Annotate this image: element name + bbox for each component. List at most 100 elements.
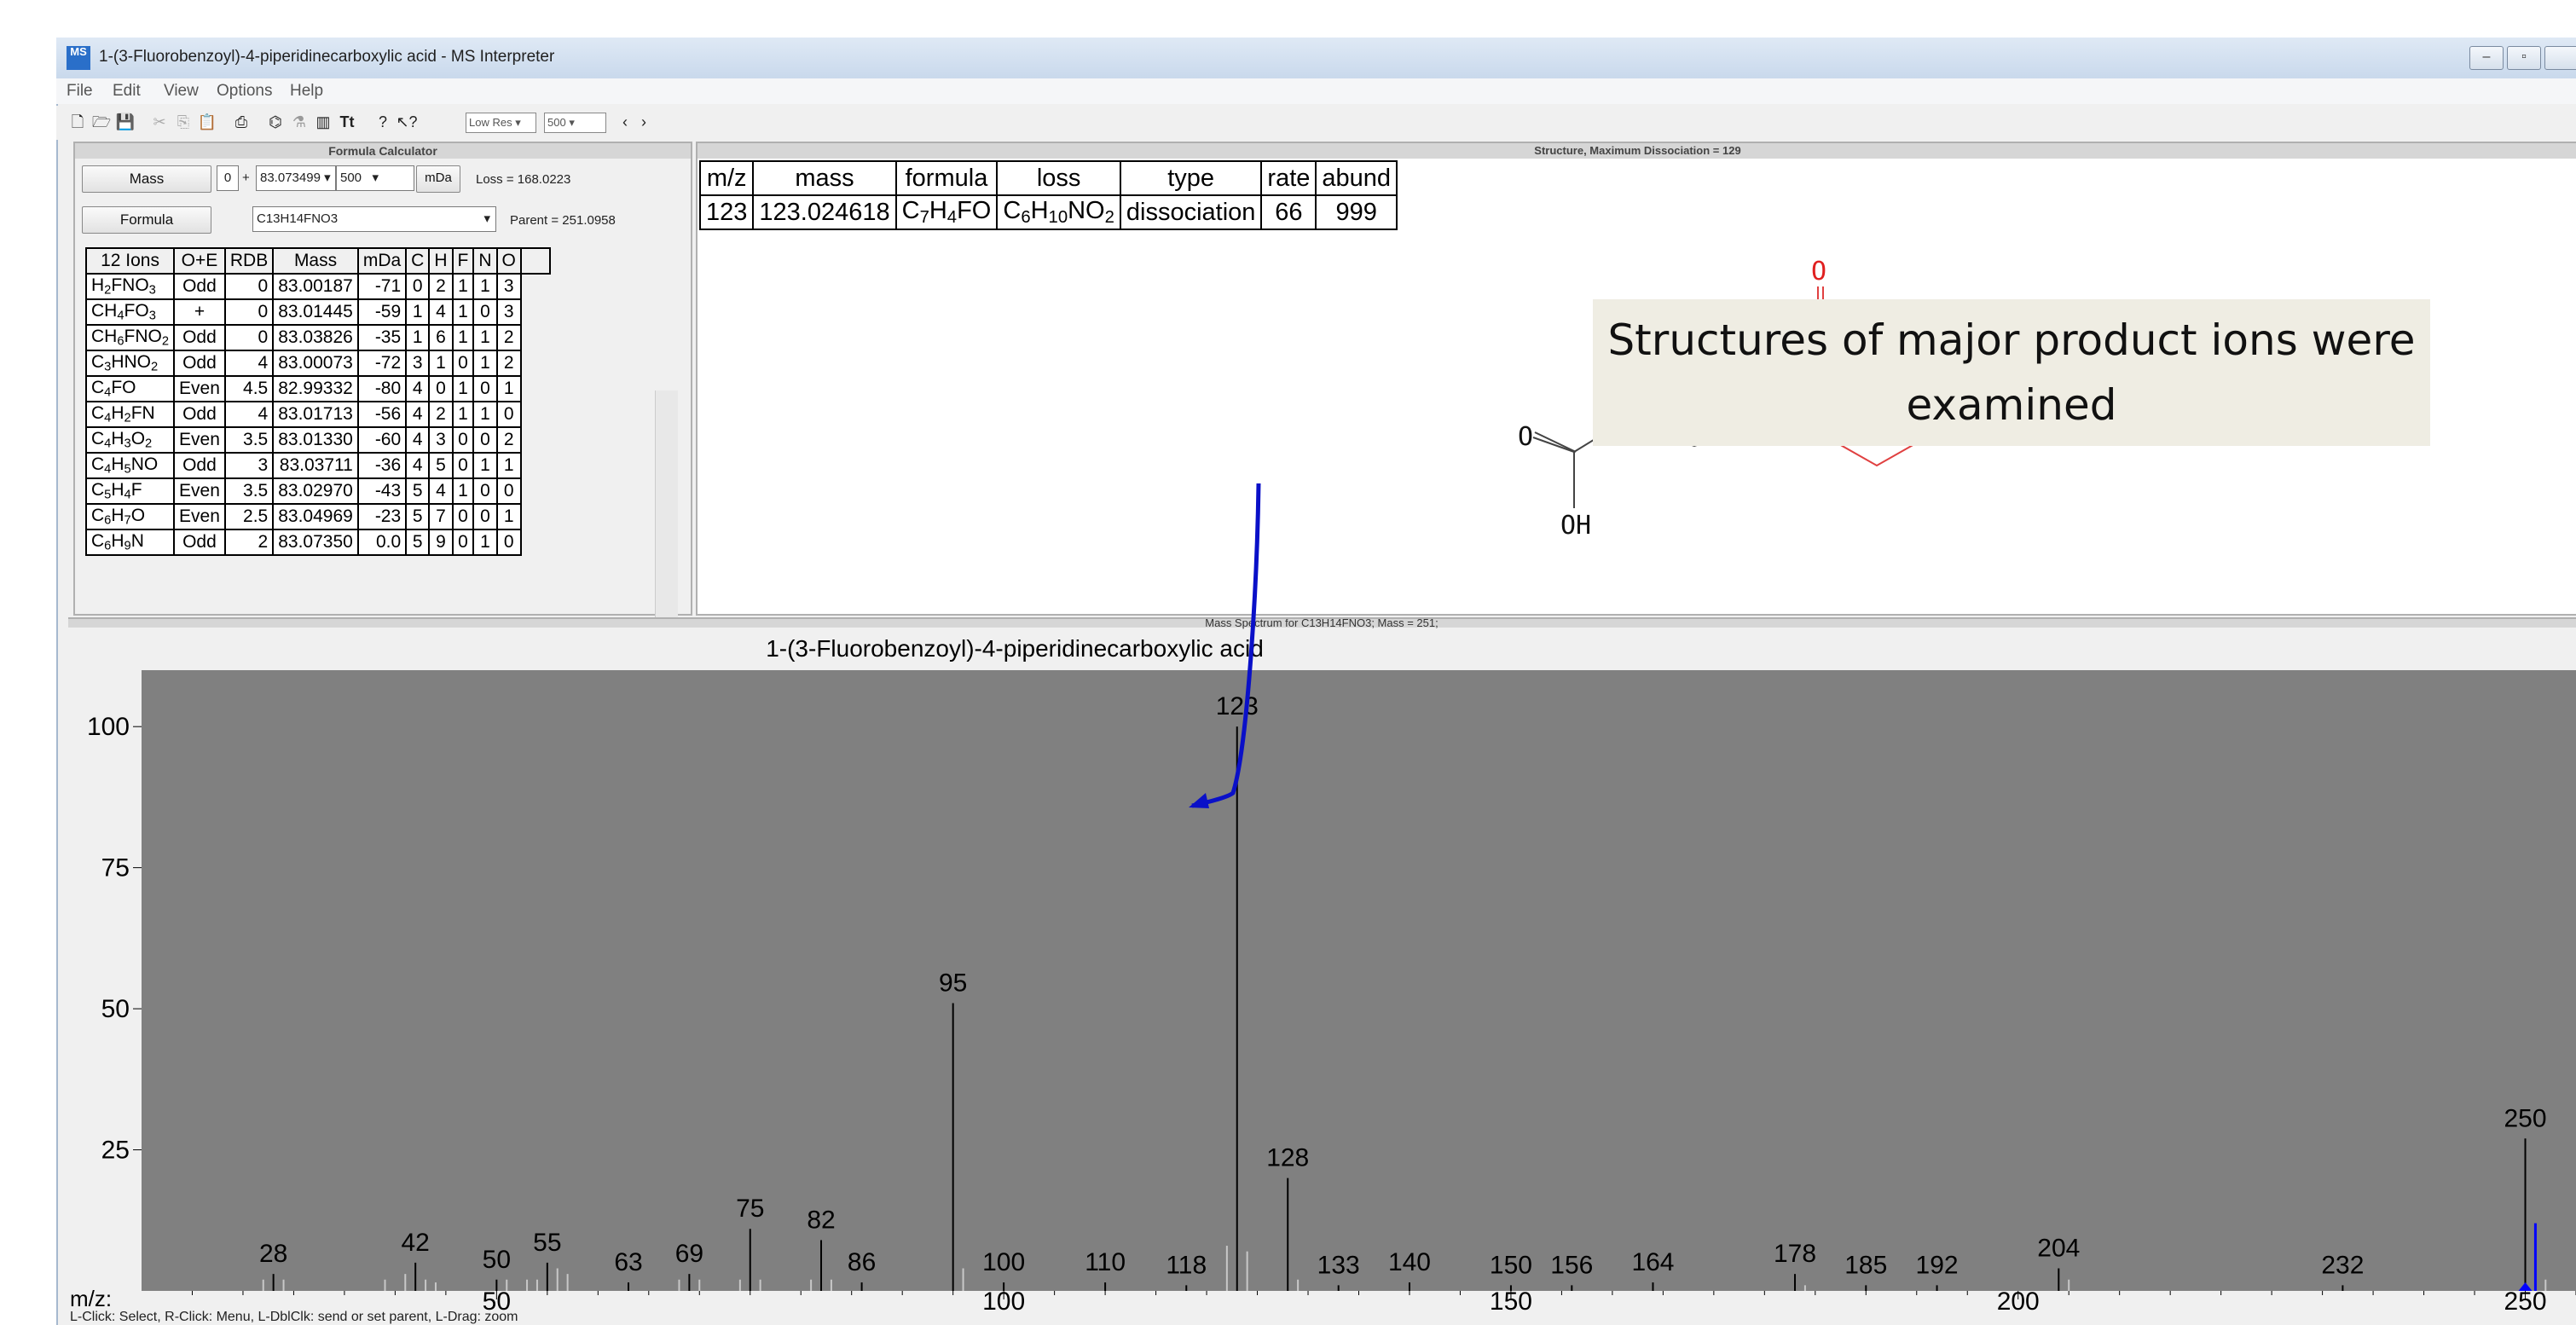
atom-oh: OH bbox=[1560, 511, 1591, 541]
mass-offset-field[interactable]: 0 bbox=[217, 165, 239, 191]
save-icon[interactable]: 💾 bbox=[115, 113, 136, 130]
ion-cell: Odd bbox=[173, 529, 226, 556]
status-bar: L-Click: Select, R-Click: Menu, L-DblClk… bbox=[70, 1310, 518, 1324]
ion-cell: -56 bbox=[356, 401, 408, 428]
previous-icon[interactable]: ‹ bbox=[622, 113, 628, 130]
ion-cell: 1 bbox=[405, 324, 431, 351]
menu-options[interactable]: Options bbox=[217, 82, 273, 100]
ion-cell: 3 bbox=[405, 350, 431, 377]
fragment-cell: C7H4FO bbox=[894, 194, 999, 230]
formula-icon[interactable]: ⚗ bbox=[292, 113, 307, 130]
next-icon[interactable]: › bbox=[641, 113, 646, 130]
resolution-number-select[interactable]: 500 ▾ bbox=[544, 113, 606, 133]
spectrum-title: 1-(3-Fluorobenzoyl)-4-piperidinecarboxyl… bbox=[766, 635, 1264, 662]
menu-file[interactable]: File bbox=[67, 82, 93, 100]
mass-value-field[interactable]: 83.073499 ▾ bbox=[256, 165, 336, 191]
ion-cell: -23 bbox=[356, 503, 408, 530]
ion-cell: 4 bbox=[405, 401, 431, 428]
ion-cell: 0 bbox=[223, 273, 275, 300]
ions-column-header[interactable]: F bbox=[451, 247, 475, 275]
ions-column-header[interactable]: H bbox=[428, 247, 454, 275]
ion-cell: Odd bbox=[173, 350, 226, 377]
ion-cell: Odd bbox=[173, 273, 226, 300]
formula-field[interactable]: C13H14FNO3▾ bbox=[252, 206, 496, 232]
ion-cell: 9 bbox=[428, 529, 454, 556]
menu-edit[interactable]: Edit bbox=[113, 82, 141, 100]
mass-spectrum-chart[interactable]: Mass Spectrum for C13H14FNO3; Mass = 251… bbox=[68, 616, 2576, 1316]
peak-label: 232 bbox=[2321, 1251, 2364, 1279]
ion-cell: 83.03826 bbox=[272, 324, 359, 351]
ion-cell: -59 bbox=[356, 298, 408, 326]
ion-cell: 2 bbox=[428, 273, 454, 300]
copy-icon[interactable]: ⎘ bbox=[177, 113, 190, 130]
help-icon[interactable]: ? bbox=[378, 113, 387, 130]
ion-cell: 83.02970 bbox=[272, 477, 359, 505]
menu-view[interactable]: View bbox=[164, 82, 199, 100]
ions-column-header[interactable]: RDB bbox=[223, 247, 275, 275]
ion-cell: 0 bbox=[451, 350, 475, 377]
ion-cell: 0 bbox=[451, 529, 475, 556]
atom-o-left: O bbox=[1518, 422, 1533, 452]
ions-column-header[interactable]: Mass bbox=[272, 247, 359, 275]
cut-icon[interactable]: ✂ bbox=[153, 113, 166, 130]
fragment-column-header: formula bbox=[894, 160, 999, 196]
ion-cell: 1 bbox=[495, 375, 522, 402]
ion-cell: H2FNO3 bbox=[84, 273, 176, 300]
ion-cell: 83.01445 bbox=[272, 298, 359, 326]
peak-label: 55 bbox=[533, 1229, 561, 1257]
ion-cell: Even bbox=[173, 375, 226, 402]
ions-column-header[interactable]: O+E bbox=[173, 247, 226, 275]
open-folder-icon[interactable]: 🗁 bbox=[91, 113, 112, 130]
peak-label: 133 bbox=[1317, 1251, 1360, 1279]
menu-help[interactable]: Help bbox=[290, 82, 324, 100]
resolution-number: 500 bbox=[547, 116, 566, 129]
structure-icon[interactable]: ⌬ bbox=[269, 113, 282, 130]
ion-cell: 1 bbox=[472, 529, 498, 556]
ion-cell: -80 bbox=[356, 375, 408, 402]
ion-cell: 1 bbox=[495, 503, 522, 530]
ion-cell: 5 bbox=[405, 477, 431, 505]
paste-icon[interactable]: 📋 bbox=[197, 113, 217, 130]
x-tick-label: 150 bbox=[1490, 1287, 1532, 1311]
context-help-icon[interactable]: ↖? bbox=[396, 113, 418, 130]
mda-button[interactable]: mDa bbox=[416, 165, 460, 193]
close-icon[interactable] bbox=[2544, 46, 2576, 70]
ion-cell: 4 bbox=[405, 452, 431, 479]
ion-cell: 0.0 bbox=[356, 529, 408, 556]
formula-calculator-title: Formula Calculator bbox=[75, 143, 691, 159]
resolution-select[interactable]: Low Res ▾ bbox=[466, 113, 536, 133]
mass-button[interactable]: Mass bbox=[82, 165, 211, 193]
peak-label: 100 bbox=[982, 1248, 1025, 1276]
ions-column-header[interactable]: N bbox=[472, 247, 498, 275]
text-icon[interactable]: Tt bbox=[339, 113, 355, 130]
spectrum-icon[interactable]: ▥ bbox=[315, 113, 331, 130]
print-icon[interactable]: ⎙ bbox=[234, 113, 248, 130]
fragment-cell: dissociation bbox=[1119, 194, 1263, 230]
peak-label: 50 bbox=[483, 1246, 511, 1274]
new-file-icon[interactable]: 🗋 bbox=[71, 113, 84, 130]
formula-button[interactable]: Formula bbox=[82, 206, 211, 234]
ions-column-header[interactable]: 12 Ions bbox=[84, 247, 176, 275]
maximize-icon[interactable]: ▫ bbox=[2507, 46, 2541, 70]
ion-cell: 82.99332 bbox=[272, 375, 359, 402]
ions-column-header[interactable]: C bbox=[405, 247, 431, 275]
ions-column-header[interactable]: O bbox=[495, 247, 522, 275]
tolerance-field[interactable]: 500 ▾ bbox=[336, 165, 414, 191]
mass-value: 83.073499 bbox=[260, 171, 321, 185]
peak-label: 164 bbox=[1631, 1248, 1674, 1276]
minimize-icon[interactable]: – bbox=[2469, 46, 2504, 70]
ion-cell: 83.01713 bbox=[272, 401, 359, 428]
ion-cell: 1 bbox=[472, 324, 498, 351]
ions-column-header[interactable]: mDa bbox=[356, 247, 408, 275]
